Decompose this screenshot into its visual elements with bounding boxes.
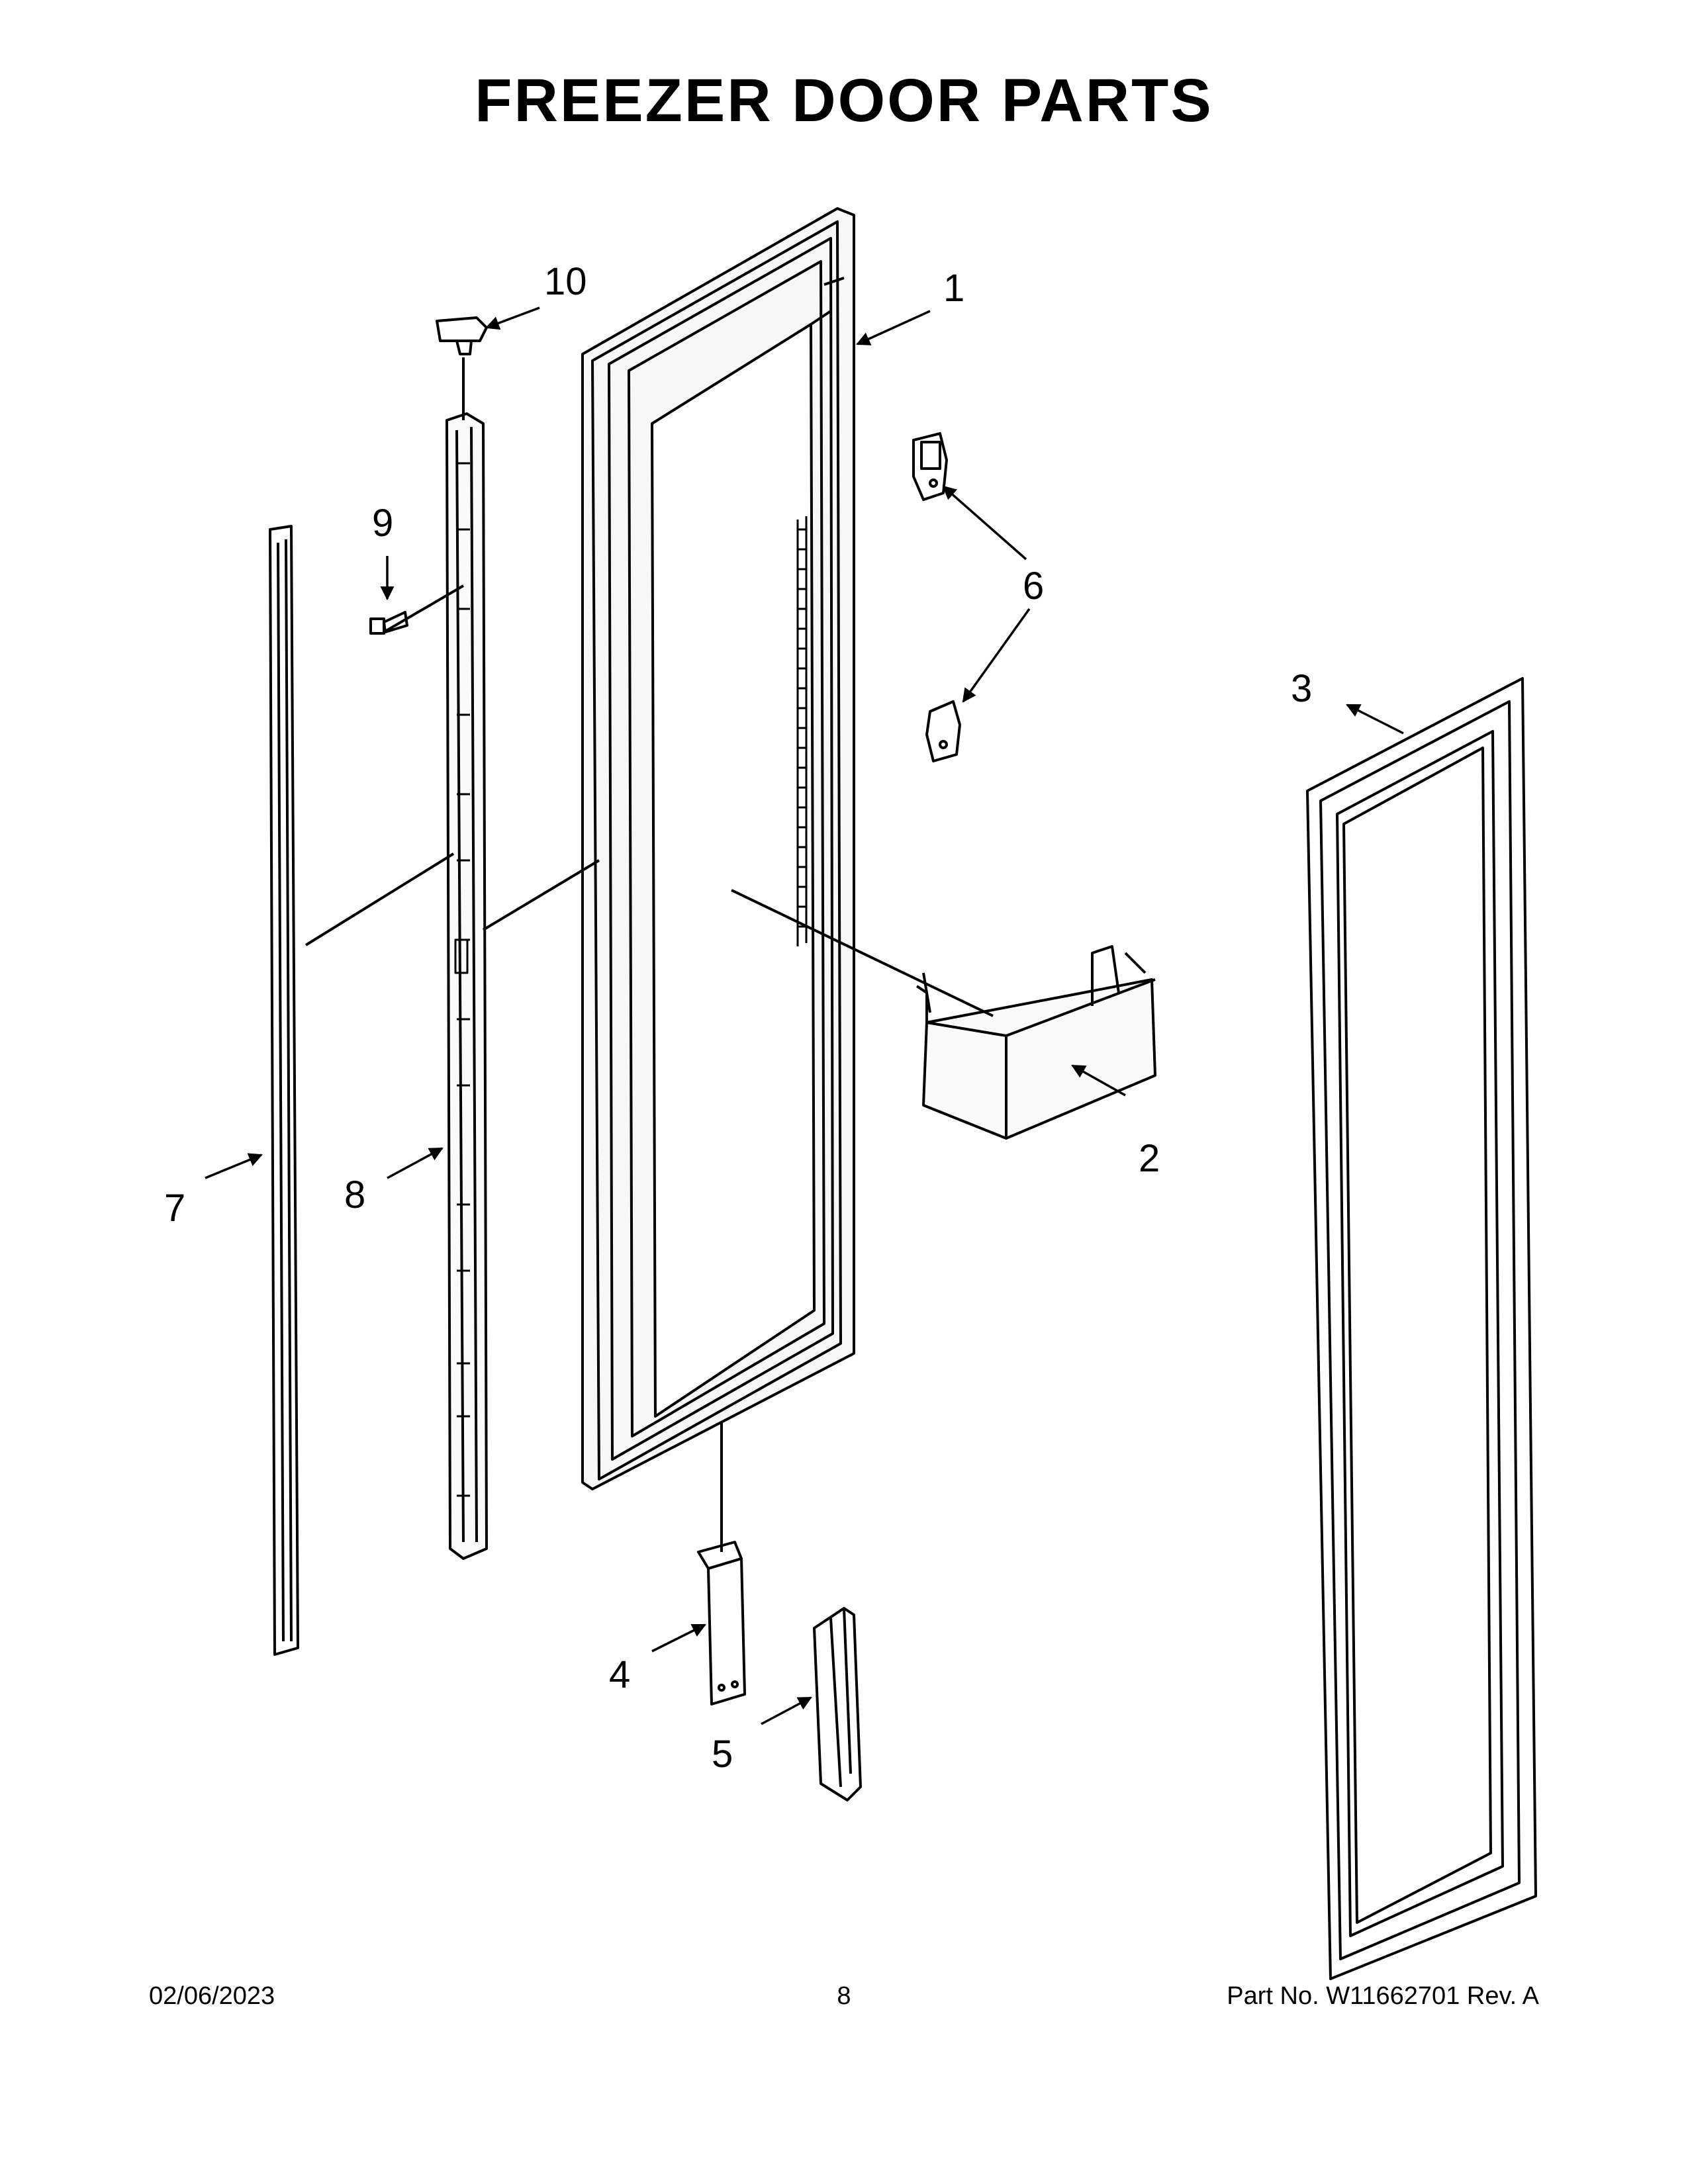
- callout-8: 8: [344, 1173, 365, 1216]
- hinge-top-part-6: [912, 432, 948, 501]
- callout-3: 3: [1291, 667, 1312, 710]
- callout-1: 1: [943, 267, 964, 310]
- top-bracket-part-10: [436, 316, 488, 355]
- door-frame-part-1: [581, 207, 855, 1490]
- footer-part-number: Part No. W11662701 Rev. A: [1227, 1982, 1539, 2010]
- bracket-part-4: [697, 1541, 746, 1706]
- footer-page-number: 8: [837, 1982, 851, 2010]
- callout-6: 6: [1023, 565, 1044, 608]
- leader-arrows: [205, 306, 1404, 1725]
- door-bin-part-2: [915, 945, 1156, 1140]
- callout-10: 10: [544, 260, 587, 303]
- callout-5: 5: [712, 1733, 733, 1776]
- callout-7: 7: [164, 1187, 185, 1230]
- screw-part-9: [369, 611, 408, 635]
- leader-arrow-3: [1346, 704, 1404, 735]
- door-channel-part-8: [445, 412, 488, 1560]
- callout-9: 9: [372, 502, 393, 545]
- door-gasket-part-3: [1306, 677, 1537, 1980]
- leader-arrow-6-top: [942, 485, 1027, 561]
- leader-arrow-6-bottom: [962, 608, 1031, 703]
- door-trim-part-7: [269, 525, 299, 1656]
- hinge-bottom-part-6: [925, 700, 961, 762]
- leader-arrow-5: [761, 1696, 812, 1725]
- leader-arrow-8: [387, 1147, 444, 1179]
- footer-date: 02/06/2023: [149, 1982, 275, 2010]
- page-title: FREEZER DOOR PARTS: [475, 67, 1213, 134]
- hinge-cover-part-5: [813, 1607, 862, 1801]
- callout-2: 2: [1139, 1137, 1160, 1180]
- leader-arrow-1: [856, 310, 931, 345]
- leader-arrow-2: [1071, 1064, 1126, 1097]
- leader-arrow-7: [205, 1153, 263, 1179]
- explode-lines: [305, 357, 994, 1552]
- leader-arrow-10: [485, 306, 540, 330]
- callout-labels: 10 1 9 6 3 2 7 8 4 5: [164, 260, 1312, 1776]
- leader-arrow-4: [651, 1623, 706, 1653]
- callout-4: 4: [609, 1653, 630, 1696]
